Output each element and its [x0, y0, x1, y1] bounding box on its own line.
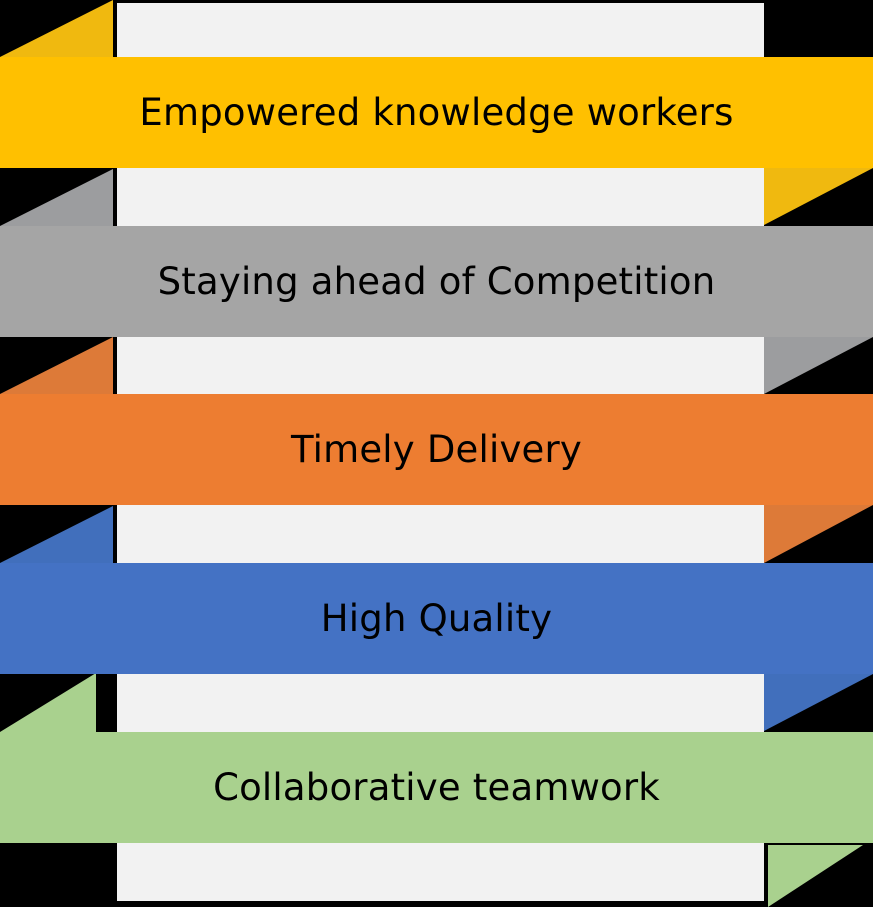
band-collaborative-teamwork: Collaborative teamwork — [0, 732, 873, 843]
fold-left-5 — [0, 673, 96, 732]
band-label: Timely Delivery — [290, 428, 583, 471]
fold-right-1 — [764, 168, 873, 225]
fold-left-4 — [0, 506, 113, 563]
band-timely-delivery: Timely Delivery — [0, 394, 873, 505]
fold-right-5 — [768, 845, 863, 907]
fold-right-4 — [764, 674, 873, 731]
band-high-quality: High Quality — [0, 563, 873, 674]
band-staying-ahead: Staying ahead of Competition — [0, 226, 873, 337]
band-empowered-knowledge-workers: Empowered knowledge workers — [0, 57, 873, 168]
band-label: Empowered knowledge workers — [139, 91, 734, 134]
band-label: Staying ahead of Competition — [157, 260, 716, 303]
band-label: Collaborative teamwork — [213, 766, 660, 809]
fold-right-3 — [764, 505, 873, 563]
band-label: High Quality — [320, 597, 553, 640]
fold-right-2 — [764, 337, 873, 394]
fold-left-2 — [0, 169, 113, 226]
fold-left-3 — [0, 337, 113, 394]
fold-left-1 — [0, 0, 113, 57]
